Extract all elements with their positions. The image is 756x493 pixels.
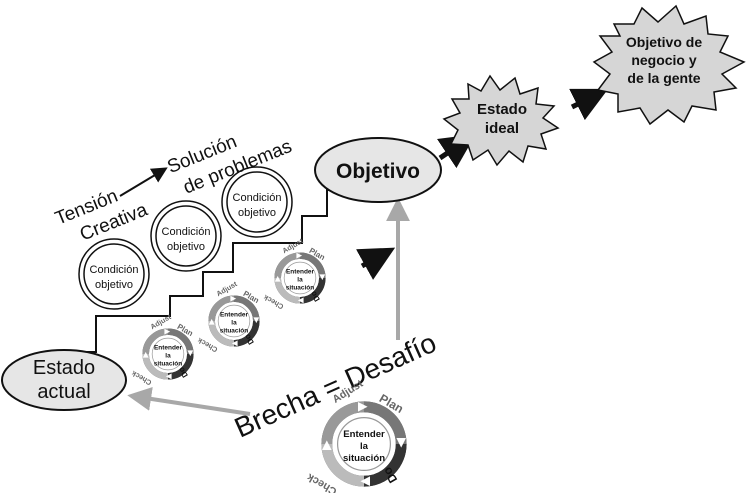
pdca-cycle-1: Entender la situación Adjust Plan Do Che… <box>130 312 195 387</box>
pdca-1-adjust: Adjust <box>149 312 173 331</box>
negocio-line2: negocio y <box>631 52 697 68</box>
pdca-1-center2: la <box>165 353 171 360</box>
estado-actual-line2: actual <box>37 381 90 403</box>
arrow-ideal-to-negocio <box>569 88 609 121</box>
gap-horizontal-arrow <box>127 387 251 416</box>
pdca-2-center2: la <box>231 320 237 327</box>
pdca-1-center1: Entender <box>154 345 183 352</box>
pdca-large-center1: Entender <box>343 429 385 440</box>
pdca-3-center1: Entender <box>286 269 315 276</box>
negocio-line1: Objetivo de <box>626 34 702 50</box>
estado-ideal-line1: Estado <box>477 101 527 118</box>
pdca-3-center3: situación <box>286 285 314 292</box>
pdca-3-adjust: Adjust <box>281 236 305 255</box>
objetivo-label: Objetivo <box>336 160 420 183</box>
estado-actual-line1: Estado <box>33 357 95 379</box>
node-objetivo-negocio: Objetivo de negocio y de la gente <box>592 4 746 126</box>
pdca-1-center3: situación <box>154 361 182 368</box>
pdca-2-adjust: Adjust <box>215 279 239 298</box>
pdca-cycle-3: Entender la situación Adjust Plan Do Che… <box>262 236 327 311</box>
arrow-tension-to-solution <box>119 167 168 197</box>
condicion-2-line2: objetivo <box>167 241 205 253</box>
node-estado-actual: Estado actual <box>1 349 127 411</box>
negocio-line3: de la gente <box>627 70 700 86</box>
tension-creativa-label: Tensión Creativa <box>52 186 151 246</box>
pdca-cycle-large: Entender la situación Adjust Plan Do Che… <box>304 378 406 493</box>
condicion-circle-2: Condición objetivo <box>150 200 222 272</box>
pdca-large-center3: situación <box>343 453 385 464</box>
pdca-2-center3: situación <box>220 328 248 335</box>
pdca-large-do: Do <box>380 465 400 486</box>
arrow-standalone <box>356 247 396 280</box>
condicion-circle-1: Condición objetivo <box>78 238 150 310</box>
node-objetivo: Objetivo <box>314 137 442 203</box>
pdca-large-center2: la <box>360 441 369 452</box>
condicion-1-line1: Condición <box>90 264 139 276</box>
pdca-2-center1: Entender <box>220 312 249 319</box>
pdca-3-center2: la <box>297 277 303 284</box>
condicion-3-line1: Condición <box>233 192 282 204</box>
condicion-circle-3: Condición objetivo <box>221 166 293 238</box>
estado-ideal-line2: ideal <box>485 120 519 137</box>
staircase-line <box>62 189 345 353</box>
condicion-1-line2: objetivo <box>95 279 133 291</box>
condicion-2-line1: Condición <box>162 226 211 238</box>
node-estado-ideal: Estado ideal <box>442 74 560 167</box>
condicion-3-line2: objetivo <box>238 207 276 219</box>
pdca-cycle-2: Entender la situación Adjust Plan Do Che… <box>196 279 261 354</box>
